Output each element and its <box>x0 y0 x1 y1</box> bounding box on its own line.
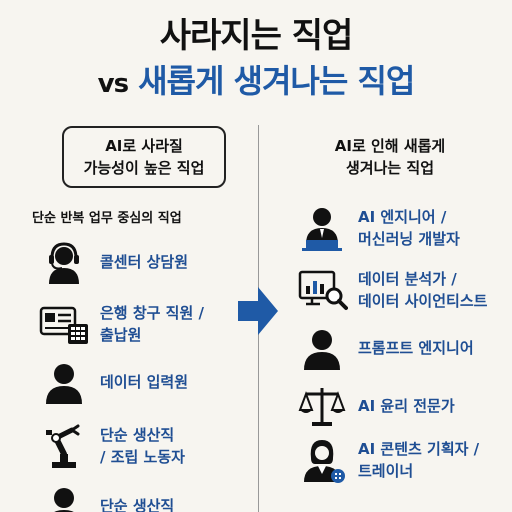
left-item-data-entry: 데이터 입력원 <box>38 358 188 406</box>
right-item-ai-engineer: AI 엔지니어 / 머신러닝 개발자 <box>296 204 460 252</box>
sub-title-text: 새롭게 생겨나는 직업 <box>138 62 415 100</box>
left-header-box: AI로 사라질 가능성이 높은 직업 <box>62 126 226 188</box>
left-header-line2: 가능성이 높은 직업 <box>83 159 205 177</box>
right-item-label-2: 머신러닝 개발자 <box>358 230 460 248</box>
person-icon <box>38 482 90 512</box>
right-item-label: AI 엔지니어 / <box>358 208 447 226</box>
id-card-keypad-icon <box>38 300 90 348</box>
right-header-line1: AI로 인해 새롭게 <box>334 137 446 155</box>
right-item-prompt-engineer: 프롬프트 엔지니어 <box>296 324 474 372</box>
arrow-right-icon <box>236 285 280 341</box>
right-item-label-2: 데이터 사이언티스트 <box>358 292 488 310</box>
left-item-call-center: 콜센터 상담원 <box>38 238 188 286</box>
scales-icon <box>296 382 348 430</box>
right-item-label: AI 윤리 전문가 <box>358 397 455 415</box>
robot-arm-icon <box>38 422 90 470</box>
left-item-assembly: 단순 생산직 / 조립 노동자 <box>38 422 185 470</box>
headset-agent-icon <box>38 238 90 286</box>
right-item-ai-ethics: AI 윤리 전문가 <box>296 382 455 430</box>
left-item-label: 단순 생산직 <box>100 426 175 444</box>
main-title: 사라지는 직업 <box>159 16 354 56</box>
person-icon <box>296 324 348 372</box>
left-subtitle: 단순 반복 업무 중심의 직업 <box>32 211 182 226</box>
sub-title: vs 새롭게 생겨나는 직업 <box>0 56 512 102</box>
left-item-label-2: 출납원 <box>100 326 142 344</box>
right-item-ai-content: AI 콘텐츠 기획자 / 트레이너 <box>296 436 479 484</box>
person-icon <box>38 358 90 406</box>
left-item-bank-teller: 은행 창구 직원 / 출납원 <box>38 300 204 348</box>
right-header-line2: 생겨나는 직업 <box>345 159 435 177</box>
left-item-label: 데이터 입력원 <box>100 373 189 391</box>
left-item-production: 단순 생산직 <box>38 482 174 512</box>
left-item-label-2: / 조립 노동자 <box>100 448 185 466</box>
right-item-label: 데이터 분석가 / <box>358 270 457 288</box>
chart-magnifier-icon <box>296 266 348 314</box>
vs-label: vs <box>97 69 129 99</box>
left-item-label: 단순 생산직 <box>100 497 175 512</box>
right-header: AI로 인해 새롭게 생겨나는 직업 <box>300 135 480 179</box>
right-item-label-2: 트레이너 <box>358 462 414 480</box>
right-item-label: AI 콘텐츠 기획자 / <box>358 440 480 458</box>
left-item-label: 콜센터 상담원 <box>100 253 189 271</box>
woman-icon <box>296 436 348 484</box>
left-header-line1: AI로 사라질 <box>105 137 183 155</box>
left-item-label: 은행 창구 직원 / <box>100 304 204 322</box>
engineer-laptop-icon <box>296 204 348 252</box>
right-item-label: 프롬프트 엔지니어 <box>358 339 474 357</box>
right-item-data-analyst: 데이터 분석가 / 데이터 사이언티스트 <box>296 266 487 314</box>
